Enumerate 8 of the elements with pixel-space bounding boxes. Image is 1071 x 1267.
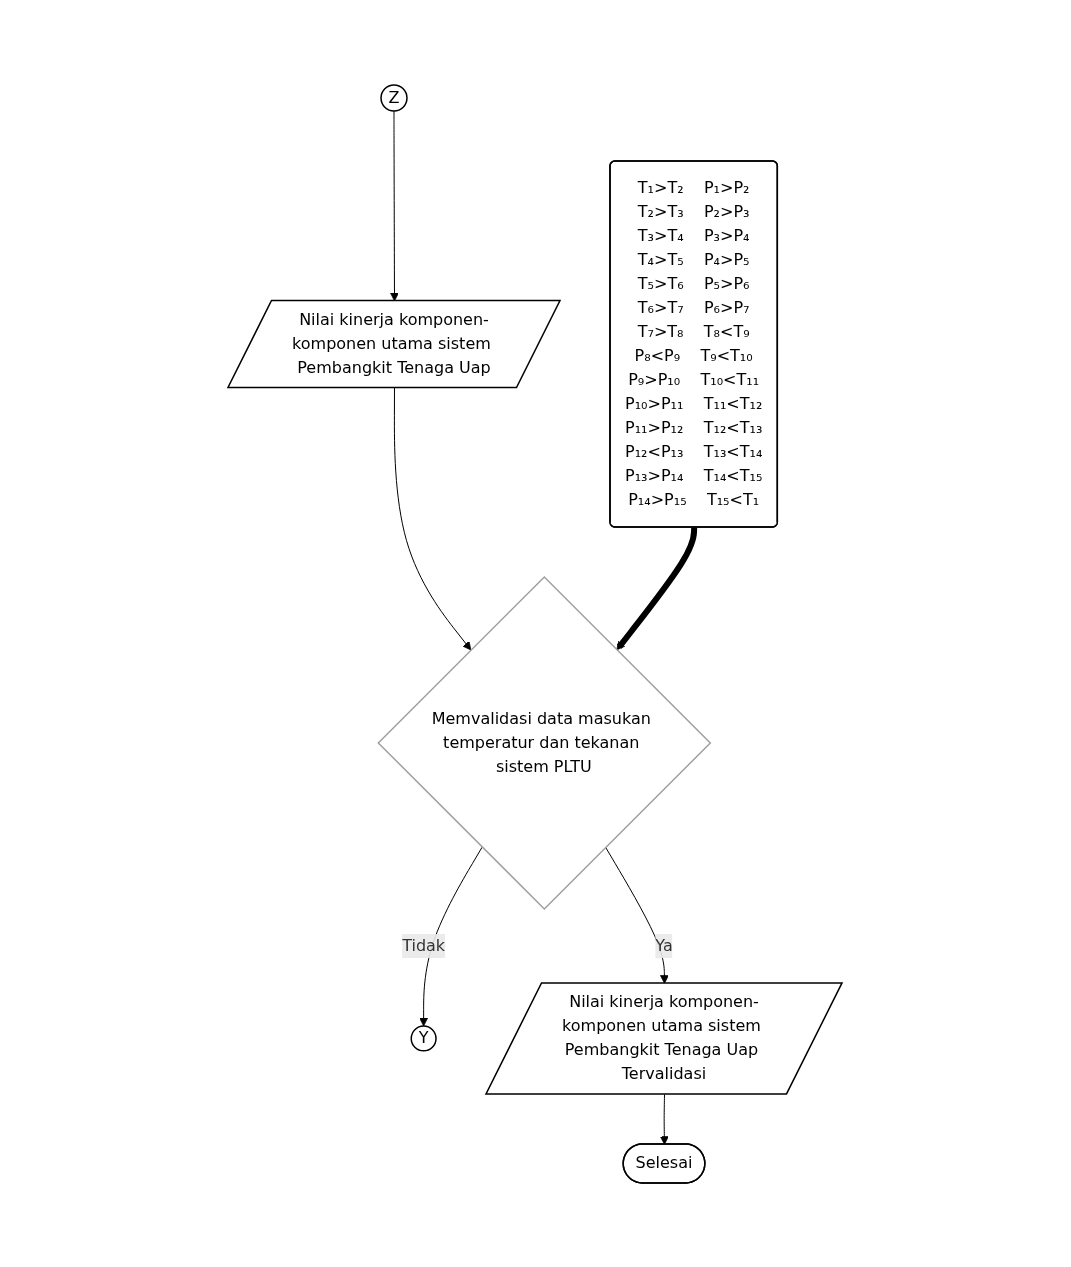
arrow [616,526,698,650]
arrow [660,1093,670,1145]
node-circle: Y [410,1024,438,1052]
arrow [394,387,472,650]
edge-label: Tidak [402,935,446,955]
node-circle: Z [380,83,409,112]
edge-label: Ya [655,935,674,955]
node-diamond: Memvalidasi data masukan temperatur dan tekanan sistem PLTU [377,575,712,910]
